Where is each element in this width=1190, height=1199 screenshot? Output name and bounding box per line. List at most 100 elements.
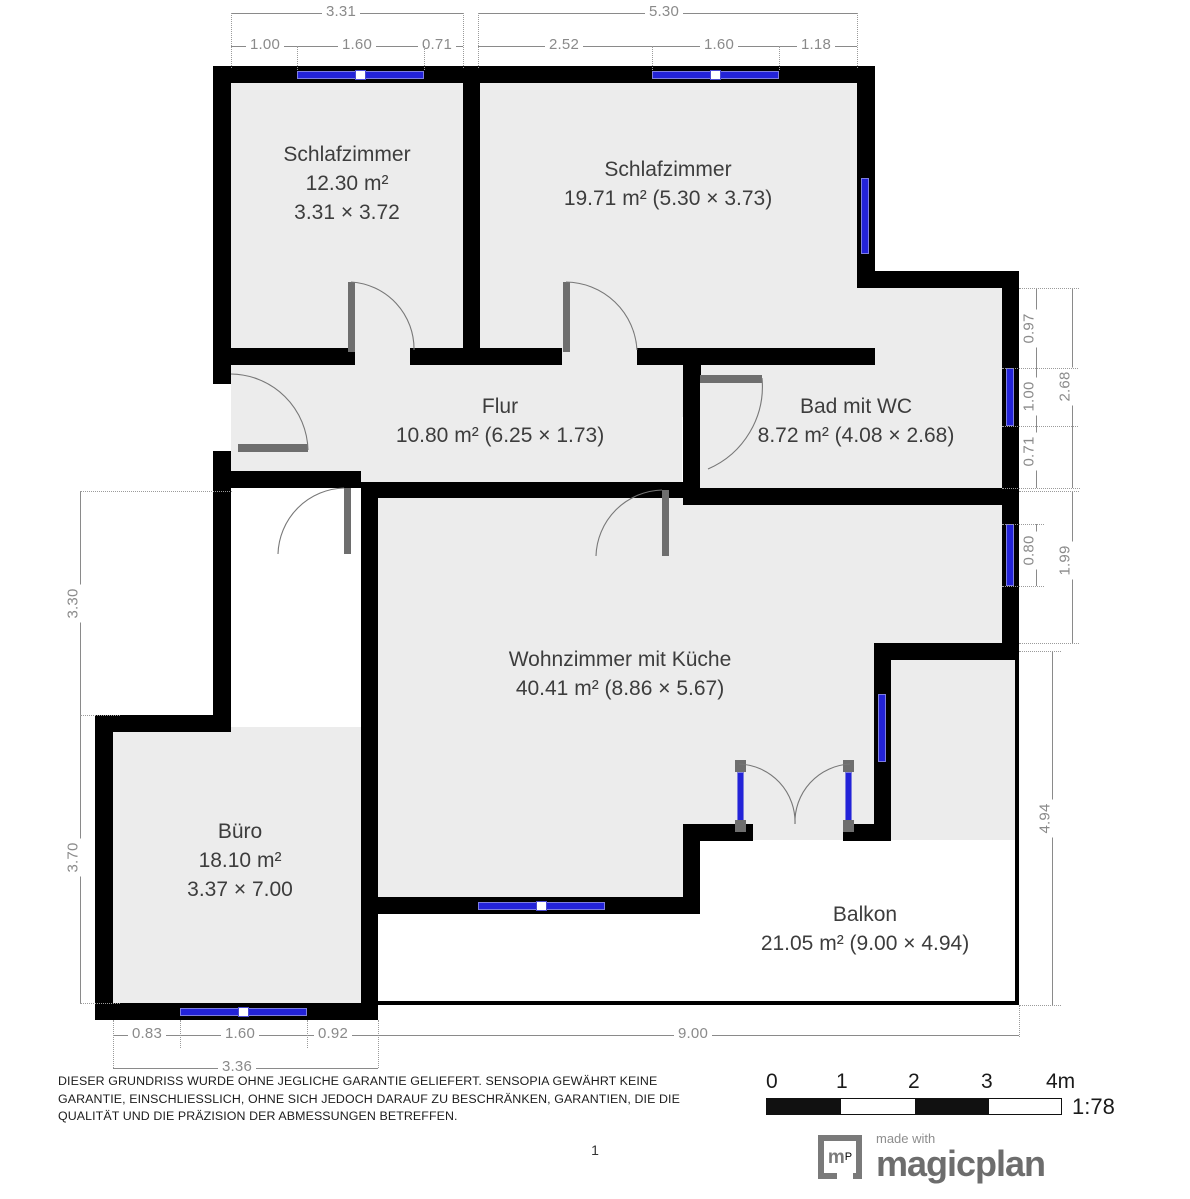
dim-label-4-94: 4.94 [1036,799,1054,838]
floor-fill-office [113,727,367,1004]
room-label-bad: Bad mit WC 8.72 m² (4.08 × 2.68) [706,392,1006,450]
door-leaf-bedroom2 [563,282,570,352]
balcony-outline-bottom [367,1001,1019,1005]
window-marker [355,70,366,80]
dim-label-top-3-31: 3.31 [322,3,360,20]
wall-living-left [361,482,378,1020]
dim-ext-line [1019,491,1079,492]
door-swing-entry-lower [277,487,345,555]
room-label-buero: Büro 18.10 m² 3.37 × 7.00 [124,817,356,904]
dim-ext-line [857,13,858,68]
wall-bedroom1-bottom-right [410,348,480,365]
dim-ext-line [1002,488,1080,489]
dim-label-top-5-30: 5.30 [645,3,683,20]
door-swing-living [595,489,663,557]
dim-ext-line [1019,1005,1020,1037]
dim-ext-line [1019,643,1079,644]
magicplan-mark-letter: m [827,1146,845,1168]
door-jamb-balcony-left-bottom [735,820,746,832]
window-living-right [1006,524,1014,586]
room-name: Büro [217,820,263,843]
dim-ext-line [307,1020,308,1048]
dim-ext-line [80,1003,120,1004]
room-name: Wohnzimmer mit Küche [508,648,732,671]
room-label-flur: Flur 10.80 m² (6.25 × 1.73) [290,392,710,450]
dim-ext-line [779,46,780,70]
balcony-outline-right [1015,643,1019,1005]
dim-ext-line [478,13,479,68]
dim-label-9-00: 9.00 [674,1025,712,1042]
dim-label-3-70: 3.70 [64,838,82,877]
scale-tick-4: 4m [1046,1070,1076,1093]
wall-bath-bottom [683,488,1019,505]
wall-bedroom1-bottom [213,348,355,365]
door-swing-bedroom2 [565,281,638,351]
room-area: 21.05 m² (9.00 × 4.94) [760,932,970,955]
dim-label-2-52: 2.52 [545,36,583,53]
door-jamb-balcony-right [843,760,854,772]
page-number: 1 [591,1142,599,1158]
floor-fill-hall [231,357,682,488]
floor-fill-balcony [700,840,1020,1005]
magicplan-mark-sup: P [844,1151,853,1163]
room-area: 19.71 m² (5.30 × 3.73) [563,187,773,210]
room-area: 12.30 m² [305,172,389,195]
room-dims: 3.37 × 7.00 [187,878,293,901]
dim-label-1-18: 1.18 [797,36,835,53]
dim-label-1-60-bottom: 1.60 [221,1025,259,1042]
dim-label-1-60: 1.60 [338,36,376,53]
dim-label-3-36: 3.36 [218,1058,256,1072]
room-name: Bad mit WC [799,395,912,418]
floor-fill-bath [700,287,1005,488]
door-swing-entry-upper [230,373,309,451]
room-area: 40.41 m² (8.86 × 5.67) [515,677,725,700]
wall-bath-top-stub [683,357,701,375]
dim-ext-line [1019,651,1061,652]
dim-label-0-71-r: 0.71 [1020,432,1038,471]
dim-ext-line [1002,426,1078,427]
dim-label-1-60-b: 1.60 [700,36,738,53]
wall-living-top [361,482,683,498]
door-leaf-bath [700,375,762,383]
dim-ext-line [180,1020,181,1048]
door-leaf-entry-upper [238,444,308,452]
door-jamb-balcony-right-bottom [843,820,854,832]
room-label-schlafzimmer2: Schlafzimmer 19.71 m² (5.30 × 3.73) [478,155,858,213]
wall-exterior-left-lower [95,715,113,1020]
dim-ext-line [1019,1005,1061,1006]
scale-segment [915,1099,989,1114]
scale-tick-3: 3 [981,1070,993,1093]
room-label-wohnzimmer: Wohnzimmer mit Küche 40.41 m² (8.86 × 5.… [430,645,810,703]
dim-ext-line [378,1020,379,1068]
window-marker [710,70,721,80]
window-bath-right [1006,368,1014,426]
scale-numbers: 0 1 2 3 4m [766,1070,1106,1096]
wall-exterior-right-step [857,271,1019,288]
door-leaf-living [662,490,669,556]
dim-label-0-97: 0.97 [1020,309,1038,348]
window-bedroom2-right [861,178,869,254]
wall-bedroom2-bottom-left [480,348,562,365]
room-name: Schlafzimmer [283,143,411,166]
dim-label-0-80: 0.80 [1020,531,1038,570]
dim-label-0-83: 0.83 [128,1025,166,1042]
dim-ext-line [463,13,464,68]
floor-fill-living-lower [367,820,700,906]
dim-label-1-00-r: 1.00 [1020,377,1038,416]
dim-ext-line [297,46,298,70]
room-area: 8.72 m² (4.08 × 2.68) [757,424,955,447]
door-leaf-entry-lower [344,488,351,554]
dim-ext-line [1002,586,1044,587]
scale-tick-1: 1 [836,1070,848,1093]
dim-ext-line [80,491,232,492]
dim-label-3-30: 3.30 [64,584,82,623]
dim-ext-line [231,13,232,68]
dim-label-1-00: 1.00 [246,36,284,53]
door-swing-balcony [738,763,851,825]
floor-fill-bedroom1 [231,82,463,357]
dim-label-0-92: 0.92 [314,1025,352,1042]
room-name: Schlafzimmer [604,158,732,181]
wall-exterior-left-mid [213,451,231,731]
